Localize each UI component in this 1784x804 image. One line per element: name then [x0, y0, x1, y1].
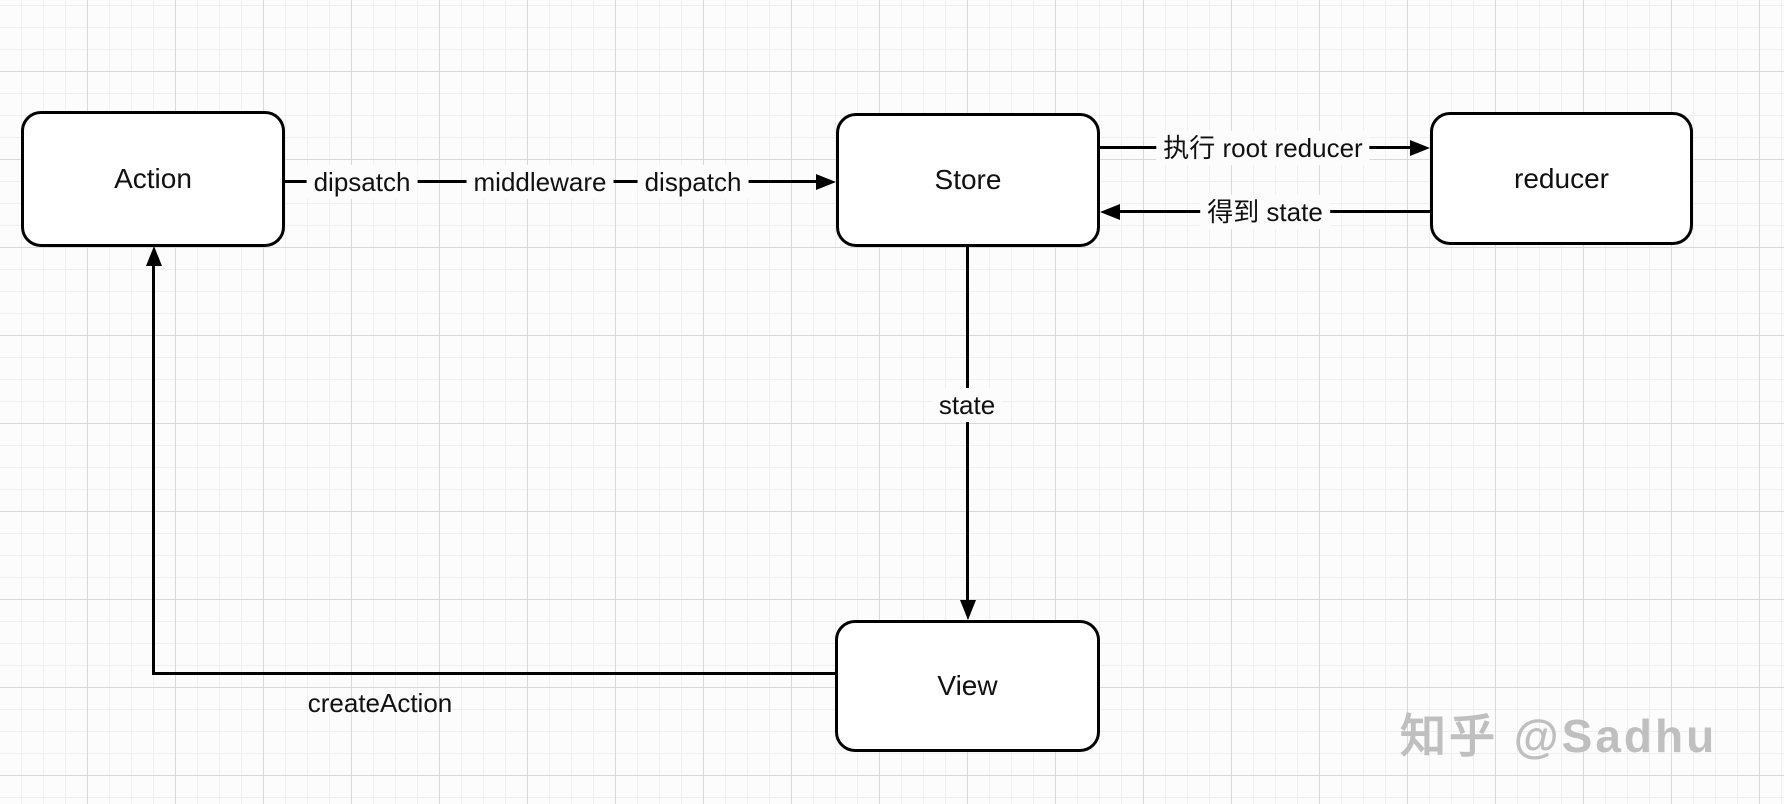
edge-label-create-action: createAction: [307, 688, 453, 718]
edge-view-action-arrowhead-icon: [145, 246, 162, 266]
edge-label-dispatch: dispatch: [637, 165, 749, 199]
node-reducer-label: reducer: [1514, 162, 1609, 194]
edge-view-action-vline: [152, 266, 155, 675]
edge-label-exec-root-reducer: 执行 root reducer: [1156, 131, 1370, 165]
node-store: Store: [836, 113, 1100, 247]
edge-reducer-store-arrowhead-icon: [1100, 203, 1120, 220]
node-view: View: [835, 620, 1100, 752]
node-reducer: reducer: [1430, 112, 1693, 245]
node-store-label: Store: [934, 164, 1002, 195]
node-view-label: View: [937, 670, 998, 701]
edge-label-dipsatch: dipsatch: [306, 165, 418, 199]
edge-label-get-state: 得到 state: [1200, 195, 1330, 229]
edge-store-reducer-arrowhead-icon: [1410, 139, 1430, 156]
node-action-label: Action: [114, 163, 192, 194]
edge-store-view-line: [966, 247, 969, 601]
edge-view-action-hline: [152, 672, 835, 675]
edge-label-middleware: middleware: [466, 165, 614, 199]
node-action: Action: [21, 111, 285, 247]
watermark-zhihu: 知乎 @Sadhu: [1400, 710, 1718, 762]
edge-label-state: state: [931, 388, 1003, 422]
edge-store-view-arrowhead-icon: [959, 600, 976, 620]
edge-action-store-arrowhead-icon: [816, 173, 836, 190]
